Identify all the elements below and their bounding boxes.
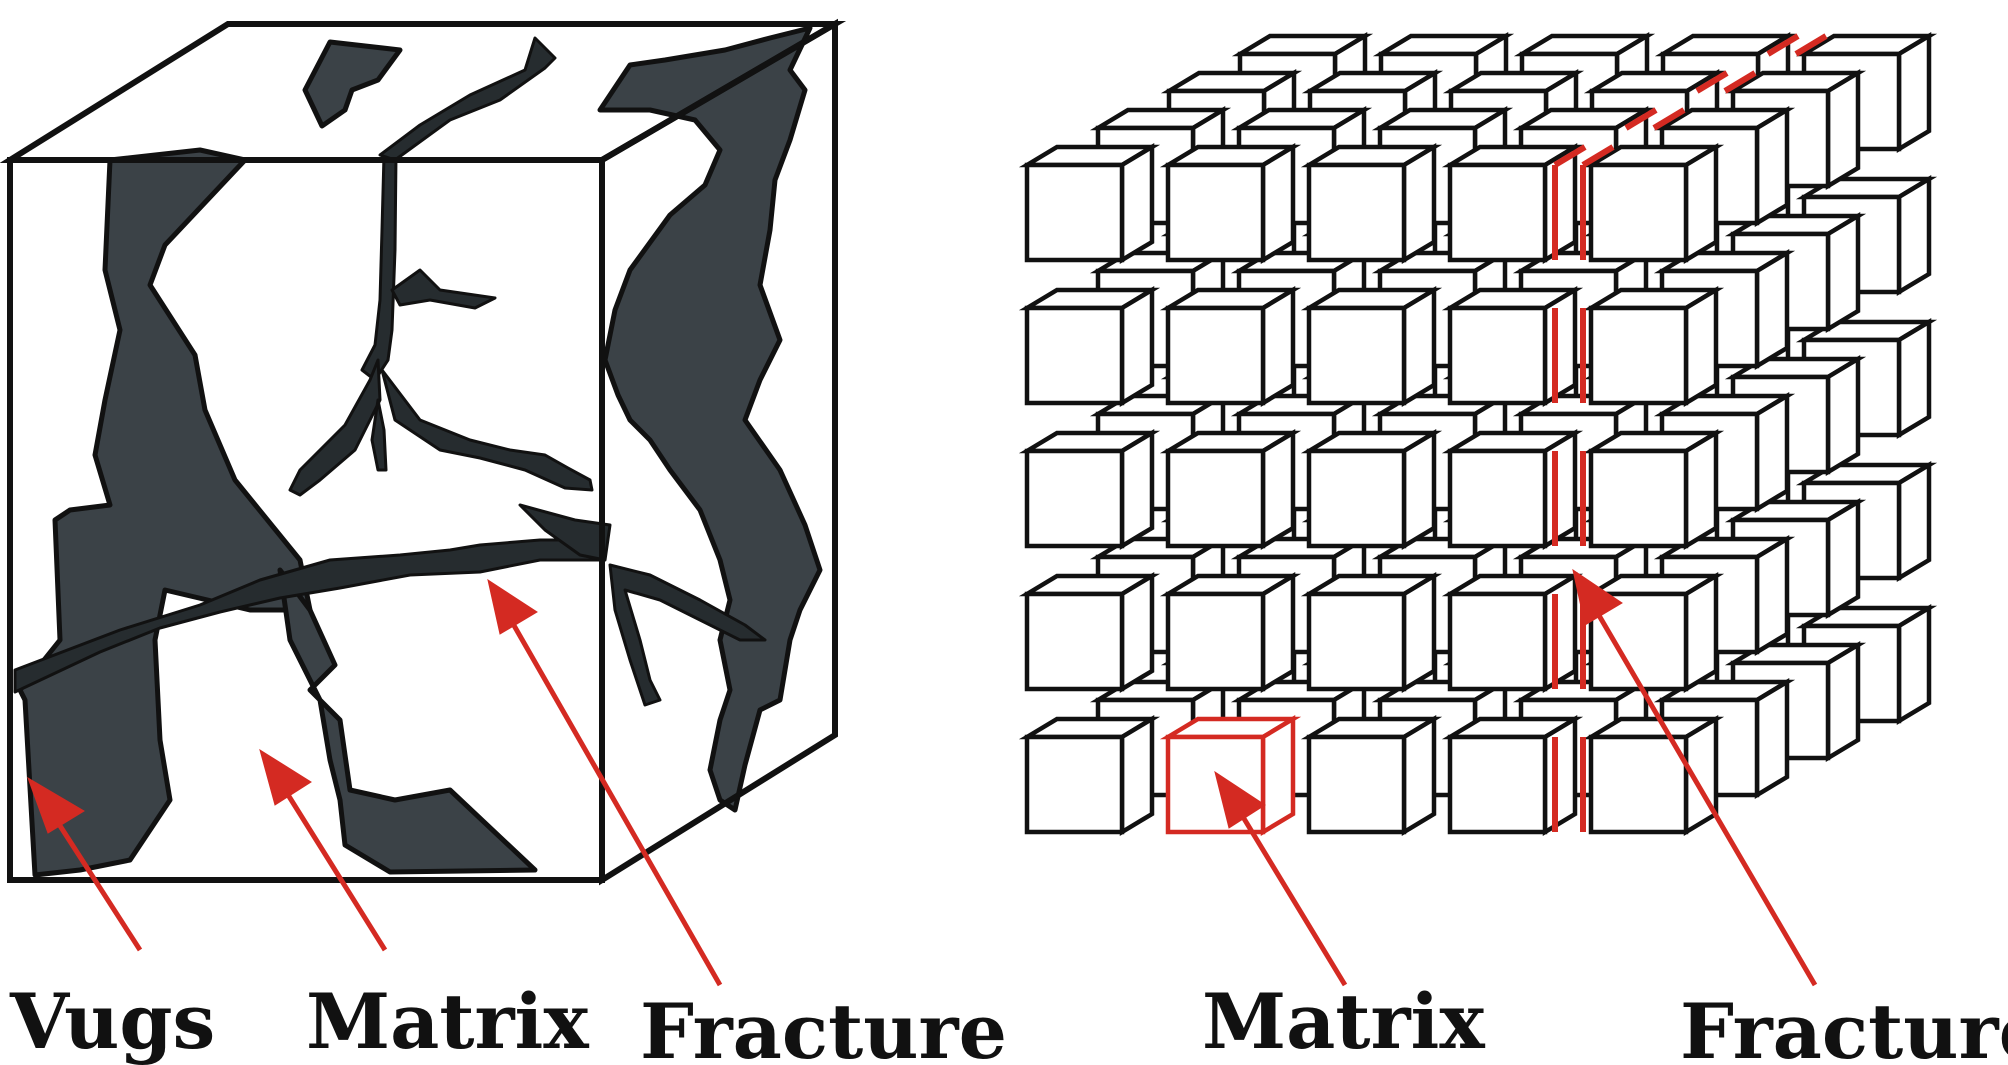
fracture-lower-left-branch <box>288 358 382 497</box>
matrix-cube-highlighted <box>1159 715 1302 836</box>
fracture-diagonal-top <box>378 36 557 162</box>
matrix-cube <box>1018 286 1161 407</box>
fracture-vertical-branch <box>360 153 398 382</box>
matrix-cube <box>1441 572 1584 693</box>
matrix-cube <box>1300 715 1443 836</box>
matrix-cube <box>1300 572 1443 693</box>
cube-grid <box>1018 32 1938 836</box>
matrix-cube <box>1582 143 1725 264</box>
fracture-lower-left-spur <box>370 398 388 472</box>
matrix-cube <box>1018 429 1161 550</box>
matrix-cube <box>1018 572 1161 693</box>
matrix-cube <box>1018 715 1161 836</box>
matrix-cube <box>1159 286 1302 407</box>
block-outline <box>0 18 847 886</box>
annotation-arrows <box>27 568 1818 987</box>
matrix-cube <box>1159 572 1302 693</box>
label-vugs: Vugs <box>9 977 215 1065</box>
label-matrix-right: Matrix <box>1202 977 1485 1065</box>
arrow-fracture-left <box>487 578 723 987</box>
matrix-cube <box>1159 143 1302 264</box>
arrow-matrix-right <box>1214 770 1348 987</box>
matrix-cube <box>1582 572 1725 693</box>
arrow-vugs <box>27 776 143 952</box>
vug-right-side <box>597 25 823 813</box>
label-fracture-right: Fracture <box>1680 987 2008 1065</box>
vug-left-main <box>17 147 313 878</box>
matrix-cube <box>1300 143 1443 264</box>
matrix-cube <box>1582 286 1725 407</box>
fracture-lower-right-branch <box>380 368 594 492</box>
vug-regions <box>17 25 823 878</box>
matrix-cube <box>1582 429 1725 550</box>
matrix-cube <box>1300 429 1443 550</box>
matrix-cube <box>1300 286 1443 407</box>
fracture-plane <box>1552 33 1828 832</box>
side-face <box>599 18 838 886</box>
labels: Vugs Matrix Fracture Matrix Fracture <box>9 977 2008 1065</box>
rock-block <box>0 18 847 886</box>
arrow-matrix-left <box>259 748 388 952</box>
vug-small-top <box>302 39 403 129</box>
arrow-fracture-right <box>1572 568 1818 987</box>
fracture-channels <box>13 36 767 707</box>
label-fracture-left: Fracture <box>640 987 1007 1065</box>
matrix-cube <box>1018 143 1161 264</box>
fracture-right-face <box>608 563 767 707</box>
fracture-side-branch <box>390 268 497 310</box>
label-matrix-left: Matrix <box>306 977 589 1065</box>
matrix-cube <box>1441 143 1584 264</box>
matrix-cube <box>1159 429 1302 550</box>
vug-lower-middle <box>277 567 538 875</box>
matrix-cube <box>1582 715 1725 836</box>
